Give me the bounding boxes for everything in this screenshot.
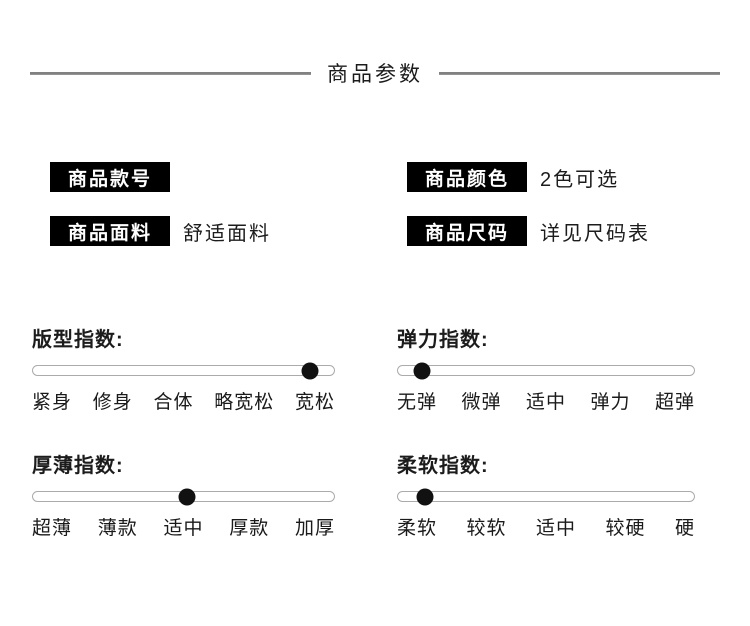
scale-label: 修身 bbox=[92, 392, 133, 413]
slider-scale: 紧身 修身 合体 略宽松 宽松 bbox=[32, 387, 335, 414]
spec-value: 2色可选 bbox=[540, 168, 620, 191]
scale-label: 紧身 bbox=[32, 392, 73, 413]
index-section-softness: 柔软指数: 柔软 较软 适中 较硬 硬 bbox=[397, 454, 695, 540]
slider-track bbox=[397, 362, 695, 379]
scale-label: 薄款 bbox=[97, 518, 138, 539]
index-title: 厚薄指数: bbox=[32, 455, 124, 477]
spec-label-badge: 商品面料 bbox=[50, 216, 170, 246]
scale-label: 略宽松 bbox=[214, 392, 275, 413]
scale-label: 适中 bbox=[525, 392, 566, 413]
scale-label: 弹力 bbox=[590, 392, 631, 413]
scale-label: 柔软 bbox=[397, 518, 438, 539]
slider-scale: 柔软 较软 适中 较硬 硬 bbox=[397, 513, 695, 540]
scale-label: 宽松 bbox=[294, 392, 335, 413]
spec-value: 详见尺码表 bbox=[540, 222, 650, 245]
index-section-fit: 版型指数: 紧身 修身 合体 略宽松 宽松 bbox=[32, 328, 335, 414]
spec-row-style-number: 商品款号 bbox=[50, 162, 340, 192]
scale-label: 较硬 bbox=[605, 518, 646, 539]
slider-dot bbox=[416, 488, 434, 505]
scale-label: 厚款 bbox=[229, 518, 270, 539]
section-header: 商品参数 bbox=[30, 58, 720, 88]
slider-track bbox=[32, 362, 335, 379]
scale-label: 超弹 bbox=[654, 392, 695, 413]
slider-dot bbox=[301, 362, 319, 379]
scale-label: 适中 bbox=[163, 518, 204, 539]
scale-label: 适中 bbox=[535, 518, 576, 539]
scale-label: 超薄 bbox=[32, 518, 73, 539]
slider-scale: 超薄 薄款 适中 厚款 加厚 bbox=[32, 513, 335, 540]
index-section-elasticity: 弹力指数: 无弹 微弹 适中 弹力 超弹 bbox=[397, 328, 695, 414]
scale-label: 加厚 bbox=[294, 518, 335, 539]
spec-grid: 商品款号 商品颜色 2色可选 商品面料 舒适面料 商品尺码 详见尺码表 bbox=[0, 162, 750, 246]
spec-row-size: 商品尺码 详见尺码表 bbox=[407, 216, 750, 246]
slider-track bbox=[32, 488, 335, 505]
spec-label-badge: 商品尺码 bbox=[407, 216, 527, 246]
scale-label: 微弹 bbox=[461, 392, 502, 413]
spec-row-color: 商品颜色 2色可选 bbox=[407, 162, 750, 192]
page-title: 商品参数 bbox=[327, 63, 423, 86]
slider-scale: 无弹 微弹 适中 弹力 超弹 bbox=[397, 387, 695, 414]
spec-label-badge: 商品颜色 bbox=[407, 162, 527, 192]
index-title: 版型指数: bbox=[32, 329, 124, 351]
spec-label-badge: 商品款号 bbox=[50, 162, 170, 192]
slider-dot bbox=[178, 488, 195, 505]
index-grid: 版型指数: 紧身 修身 合体 略宽松 宽松 弹力指数: 无弹 微弹 适中 弹力 … bbox=[0, 328, 750, 540]
index-title: 柔软指数: bbox=[397, 455, 489, 477]
scale-label: 硬 bbox=[674, 518, 695, 539]
index-title: 弹力指数: bbox=[397, 329, 489, 351]
spec-value: 舒适面料 bbox=[183, 222, 271, 245]
divider-line-left bbox=[30, 71, 311, 75]
spec-row-fabric: 商品面料 舒适面料 bbox=[50, 216, 340, 246]
scale-label: 合体 bbox=[153, 392, 194, 413]
scale-label: 较软 bbox=[466, 518, 507, 539]
index-section-thickness: 厚薄指数: 超薄 薄款 适中 厚款 加厚 bbox=[32, 454, 335, 540]
scale-label: 无弹 bbox=[397, 392, 438, 413]
slider-dot bbox=[413, 362, 431, 379]
slider-track bbox=[397, 488, 695, 505]
divider-line-right bbox=[439, 71, 720, 75]
